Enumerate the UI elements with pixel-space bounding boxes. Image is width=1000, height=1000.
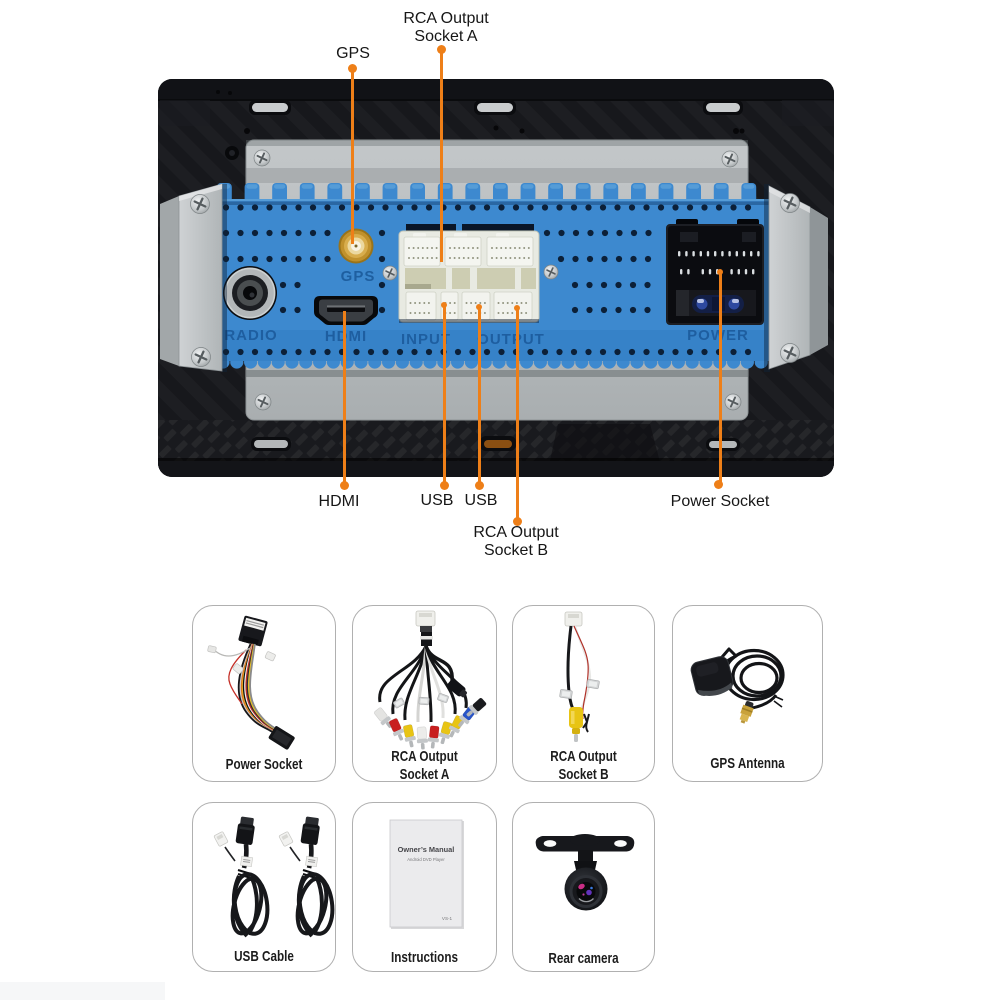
svg-text:RADIO: RADIO [224, 327, 277, 344]
svg-text:VS-1: VS-1 [441, 916, 452, 921]
svg-text:GPS: GPS [341, 268, 376, 285]
svg-text:POWER: POWER [687, 327, 749, 344]
svg-text:Owner’s Manual: Owner’s Manual [397, 845, 454, 854]
svg-text:OUTPUT: OUTPUT [477, 331, 545, 348]
svg-text:Android DVD Player: Android DVD Player [407, 857, 445, 862]
svg-text:INPUT: INPUT [401, 331, 451, 348]
svg-text:HDMI: HDMI [325, 328, 367, 345]
